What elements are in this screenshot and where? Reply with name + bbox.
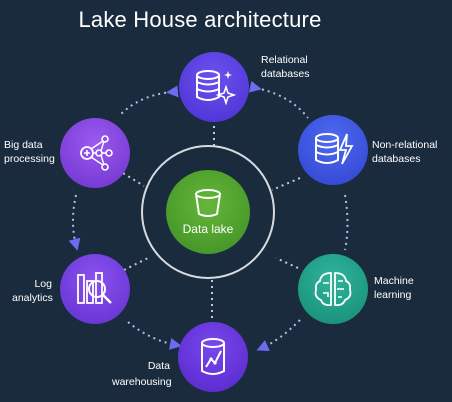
data-warehousing-label-2: warehousing — [112, 376, 172, 388]
bucket-icon — [195, 189, 221, 217]
relational-databases-node — [179, 52, 249, 122]
center-ring — [141, 145, 275, 279]
spoke-bigdata — [117, 169, 145, 187]
database-chart-icon — [201, 338, 225, 375]
diagram-title: Lake House architecture — [78, 7, 322, 32]
machine-learning-node — [298, 254, 368, 324]
connector-bigdata-log — [68, 194, 81, 251]
spoke-ml — [275, 257, 299, 269]
big-data-processing-node — [60, 118, 130, 188]
connector-ml-warehousing — [256, 319, 301, 352]
brain-circuit-icon — [314, 272, 352, 307]
database-lightning-icon — [315, 133, 354, 165]
network-nodes-icon — [80, 135, 113, 171]
connector-relational-bigdata — [119, 85, 179, 116]
spoke-nonrel — [271, 177, 301, 191]
data-lake-label: Data lake — [182, 222, 234, 236]
magnifier-chart-icon — [77, 272, 112, 304]
data-lake-node: Data lake — [166, 170, 250, 254]
data-warehousing-node — [178, 322, 248, 392]
connector-log-warehousing — [127, 321, 182, 350]
connector-nonrel-ml — [344, 194, 349, 251]
connector-relational-nonrel — [248, 80, 309, 119]
spoke-log — [123, 257, 149, 271]
log-analytics-node — [60, 254, 130, 324]
data-warehousing-label: Data — [147, 360, 170, 372]
database-sparkle-icon — [196, 70, 236, 106]
nonrelational-databases-node — [298, 115, 368, 185]
